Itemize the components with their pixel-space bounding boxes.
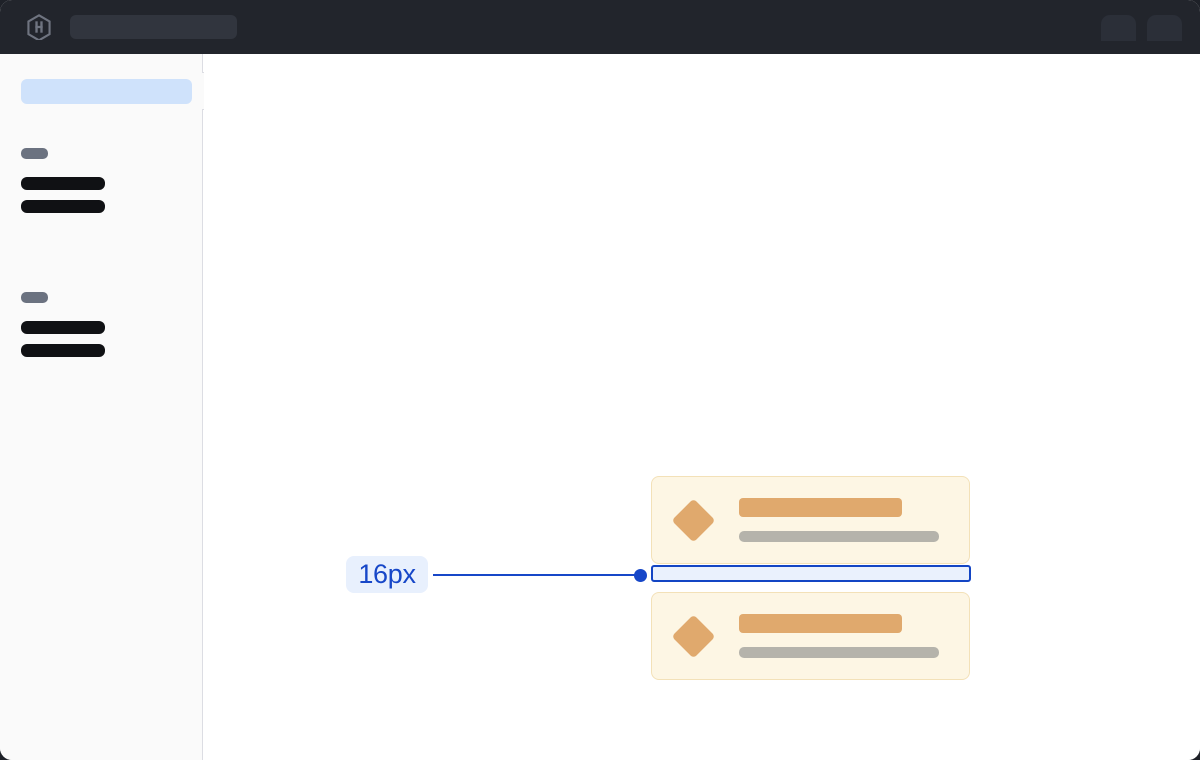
sidebar-active-item[interactable] xyxy=(21,79,192,104)
top-bar xyxy=(0,0,1200,54)
diamond-icon xyxy=(671,614,716,658)
card-1-subtitle xyxy=(739,531,939,542)
hashicorp-hexagon-logo-icon[interactable] xyxy=(26,14,52,40)
card-1-title xyxy=(739,498,902,517)
sidebar-item-1-1[interactable] xyxy=(21,177,105,190)
card-1[interactable] xyxy=(651,476,970,564)
sidebar-item-2-1[interactable] xyxy=(21,321,105,334)
global-search-input[interactable] xyxy=(70,15,237,39)
sidebar-item-2-2[interactable] xyxy=(21,344,105,357)
topbar-right-group xyxy=(1101,0,1182,54)
sidebar-group-1 xyxy=(21,148,105,213)
card-1-text-block xyxy=(739,498,969,542)
topbar-placeholder-tab-1[interactable] xyxy=(1101,15,1136,41)
diamond-icon xyxy=(671,498,716,542)
sidebar-group-1-heading xyxy=(21,148,48,159)
card-2-text-block xyxy=(739,614,969,658)
measurement-leader-line xyxy=(433,574,639,576)
sidebar-group-2-heading xyxy=(21,292,48,303)
sidebar xyxy=(0,54,203,760)
measurement-value-label: 16px xyxy=(346,556,428,593)
gap-highlight-region xyxy=(651,565,971,582)
card-2-subtitle xyxy=(739,647,939,658)
card-2-title xyxy=(739,614,902,633)
sidebar-group-2 xyxy=(21,292,105,357)
card-2[interactable] xyxy=(651,592,970,680)
sidebar-item-1-2[interactable] xyxy=(21,200,105,213)
topbar-placeholder-tab-2[interactable] xyxy=(1147,15,1182,41)
measurement-anchor-dot xyxy=(634,569,647,582)
